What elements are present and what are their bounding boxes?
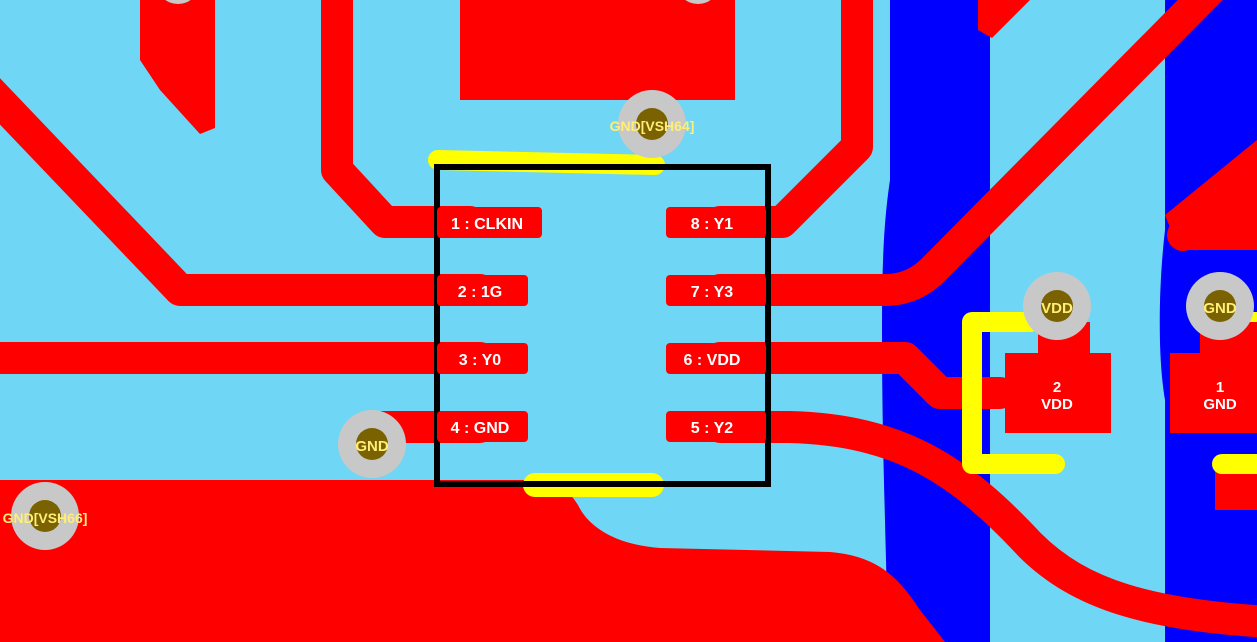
ic-pad-2[interactable] <box>437 275 528 306</box>
cap-silk-outline <box>962 312 1065 474</box>
cap-pad-vdd-net: VDD <box>1041 396 1073 413</box>
via-partial-top-left[interactable] <box>156 0 200 4</box>
ic-pad-8-label: 8 : Y1 <box>691 216 734 233</box>
ic-pads <box>437 207 766 442</box>
cap-pad-gnd-number: 1 <box>1216 379 1224 396</box>
trace-clkin <box>321 0 486 238</box>
copper-pour-right-edge-lower <box>1215 470 1257 510</box>
ic-body-outline[interactable] <box>434 164 771 487</box>
via-gnd-ic-label: GND <box>355 438 389 455</box>
ic-pad-8[interactable] <box>666 207 766 238</box>
trace-1g <box>0 78 496 306</box>
copper-pour-top-right-notch <box>978 0 1030 38</box>
via-vdd[interactable]: VDD <box>1023 272 1091 340</box>
via-gnd-vsh64-label: GND[VSH64] <box>610 118 695 134</box>
copper-pour-top-left <box>140 0 215 134</box>
ic-pad-5[interactable] <box>666 411 766 442</box>
ic-pad-2-label: 2 : 1G <box>458 284 502 301</box>
trace-right-diagonal <box>1167 140 1257 251</box>
via-gnd-right[interactable]: GND <box>1186 272 1254 340</box>
trace-y3 <box>704 0 1223 306</box>
ic-pad-3-label: 3 : Y0 <box>459 352 502 369</box>
ic-pad-3[interactable] <box>437 343 528 374</box>
ic-pad-7-label: 7 : Y3 <box>691 284 734 301</box>
via-partial-top-center[interactable] <box>676 0 720 4</box>
via-gnd-vsh66[interactable]: GND[VSH66] <box>3 482 88 550</box>
ic-pad-4[interactable] <box>437 411 528 442</box>
cap-pad-vdd-number: 2 <box>1053 379 1061 396</box>
copper-pour-bottom <box>0 480 945 642</box>
ic-pad-7[interactable] <box>666 275 766 306</box>
via-vdd-label: VDD <box>1041 300 1073 317</box>
cap-pad-gnd-net: GND <box>1203 396 1237 413</box>
ic-pad-1[interactable] <box>437 207 542 238</box>
ic-pad-4-label: 4 : GND <box>451 420 510 437</box>
cap-pad-vdd[interactable] <box>1005 353 1111 433</box>
ic-pad-6[interactable] <box>666 343 766 374</box>
via-gnd-right-label: GND <box>1203 300 1237 317</box>
cap-pad-gnd[interactable] <box>1170 353 1257 433</box>
copper-pour-top-center <box>460 0 735 100</box>
ic-pad-5-label: 5 : Y2 <box>691 420 734 437</box>
ic-pad-6-label: 6 : VDD <box>684 352 741 369</box>
ic-pad-1-label: 1 : CLKIN <box>451 216 523 233</box>
via-gnd-ic[interactable]: GND <box>338 410 406 478</box>
capacitor-pads <box>1005 322 1257 433</box>
via-gnd-vsh66-label: GND[VSH66] <box>3 510 88 526</box>
trace-y2 <box>704 411 1257 638</box>
via-gnd-vsh64[interactable]: GND[VSH64] <box>610 90 695 158</box>
